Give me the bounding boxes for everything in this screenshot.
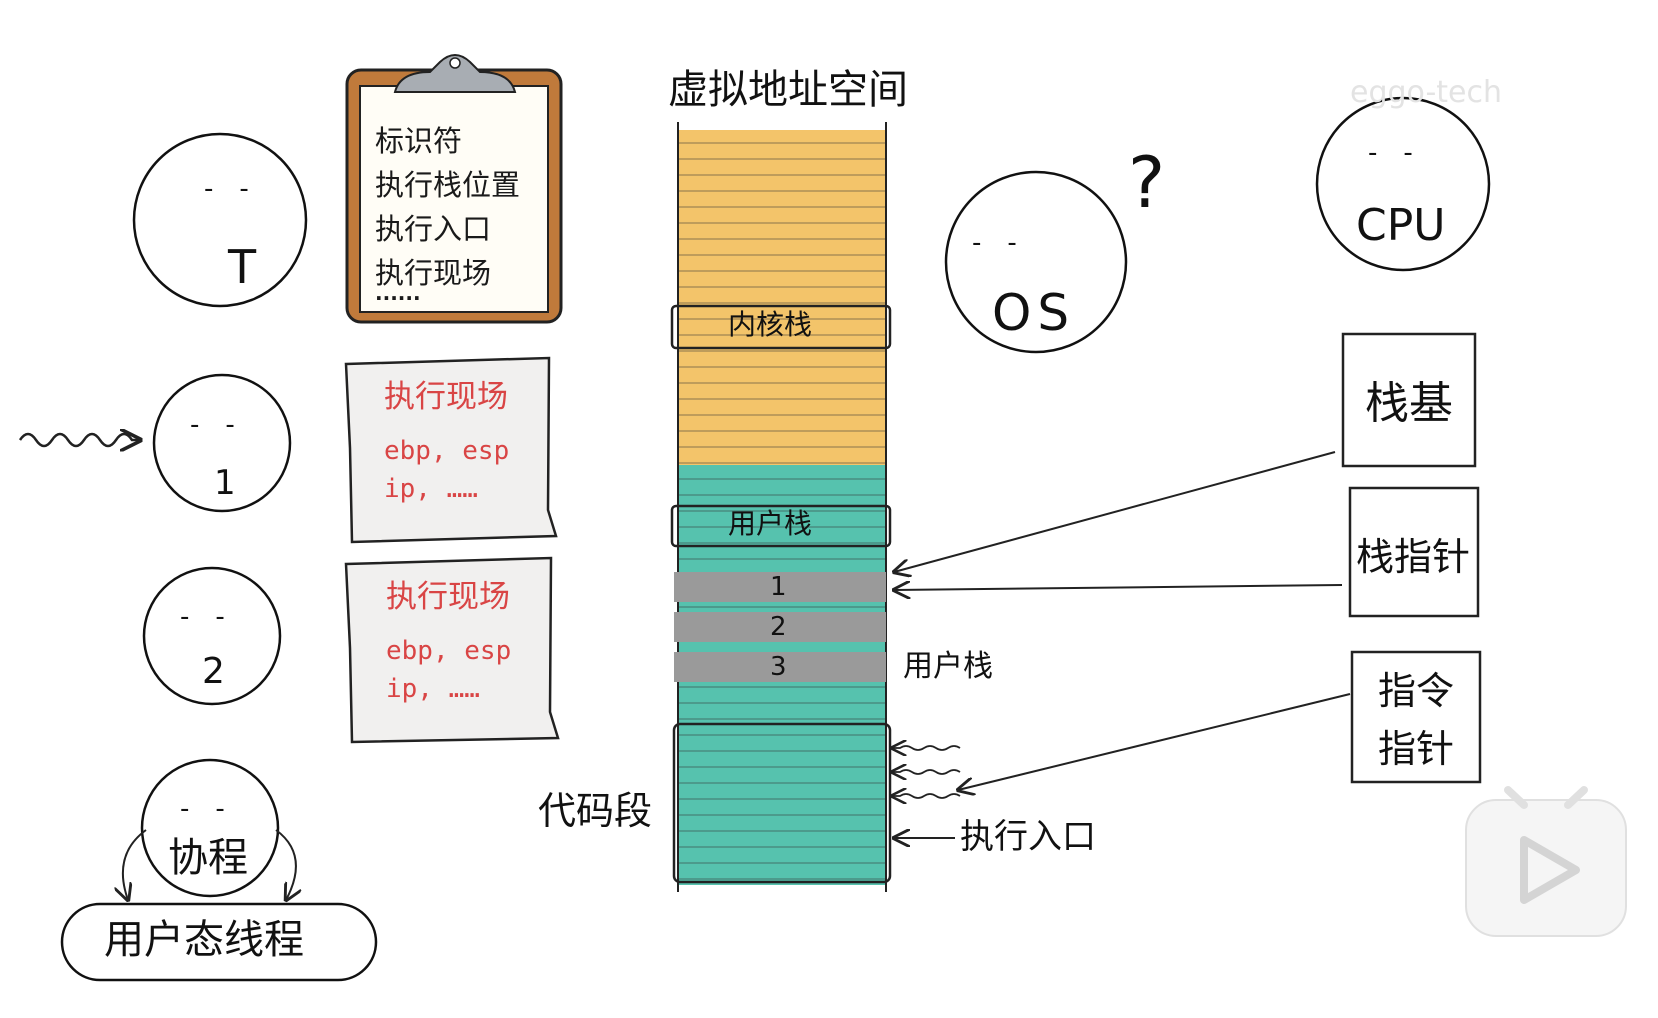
face-coroutine-label: 协程 <box>168 835 248 881</box>
play-icon[interactable] <box>1465 786 1627 937</box>
exec-entry-label: 执行入口 <box>960 817 1096 857</box>
face-cpu-label: CPU <box>1356 200 1446 251</box>
stack-frame-3-label: 3 <box>770 652 787 682</box>
context-card-2-title: 执行现场 <box>386 579 510 615</box>
clipboard-line-stack-location: 执行栈位置 <box>375 168 521 202</box>
virtual-address-space-title: 虚拟地址空间 <box>668 67 908 113</box>
stack-frame-2-label: 2 <box>770 612 787 642</box>
clipboard-icon <box>345 54 563 324</box>
arrow-stack-pointer <box>894 585 1343 590</box>
context-card-1 <box>344 356 558 544</box>
face-2 <box>142 566 282 706</box>
context-card-2 <box>344 556 560 744</box>
face-1-eyes: -- <box>190 410 261 440</box>
clipboard-line-exec-context: 执行现场 <box>375 256 492 290</box>
current-thread-squiggle-icon <box>18 434 140 446</box>
arrow-instruction-pointer <box>958 693 1351 790</box>
user-stack-box <box>670 504 892 548</box>
face-2-label: 2 <box>202 651 225 692</box>
face-cpu-eyes: -- <box>1368 138 1439 168</box>
context-card-1-regs: ebp, esp <box>384 436 510 466</box>
face-t-eyes: -- <box>204 174 275 204</box>
context-card-2-more: ip, …… <box>386 674 480 704</box>
face-1-label: 1 <box>214 463 236 503</box>
instruction-pointer-label-1: 指令 <box>1378 669 1455 713</box>
stack-base-label: 栈基 <box>1365 378 1453 429</box>
face-coroutine-eyes: -- <box>180 794 251 824</box>
face-2-eyes: -- <box>180 602 251 632</box>
stack-frame-1 <box>674 572 886 602</box>
context-card-2-regs: ebp, esp <box>386 636 512 666</box>
clipboard-line-identifier: 标识符 <box>375 124 463 158</box>
face-os-eyes: -- <box>972 228 1043 258</box>
context-card-1-title: 执行现场 <box>384 379 508 415</box>
face-cpu <box>1315 96 1491 272</box>
face-os <box>944 170 1128 354</box>
instruction-pointer-label-2: 指针 <box>1378 727 1455 771</box>
side-user-stack-label: 用户栈 <box>903 649 993 684</box>
face-t <box>132 132 308 308</box>
kernel-stack-label: 内核栈 <box>728 308 813 341</box>
kernel-stack-box <box>670 304 892 350</box>
face-os-label: OS <box>992 284 1076 342</box>
context-card-1-more: ip, …… <box>384 474 478 504</box>
user-stack-label: 用户栈 <box>728 507 813 540</box>
face-os-question: ? <box>1128 142 1166 224</box>
stack-pointer-box <box>1348 486 1480 618</box>
code-segment-box <box>672 722 892 884</box>
watermark: eggo-tech <box>1350 75 1503 110</box>
user-thread-label: 用户态线程 <box>104 917 304 963</box>
stack-pointer-label: 栈指针 <box>1356 535 1471 579</box>
stack-frame-2 <box>674 612 886 642</box>
clipboard-line-ellipsis: ······ <box>375 286 421 310</box>
face-coroutine <box>140 758 280 898</box>
instruction-pointer-box <box>1350 650 1482 784</box>
arrow-stack-base <box>894 451 1336 572</box>
stack-frame-3 <box>674 652 886 682</box>
user-thread-pill <box>60 902 378 982</box>
clipboard-line-exec-entry: 执行入口 <box>375 212 492 246</box>
stack-base-box <box>1341 332 1477 468</box>
code-segment-label: 代码段 <box>538 789 653 833</box>
stack-frame-1-label: 1 <box>770 572 787 602</box>
face-t-label: T <box>228 240 257 294</box>
face-1 <box>152 373 292 513</box>
virtual-address-space <box>670 122 892 892</box>
